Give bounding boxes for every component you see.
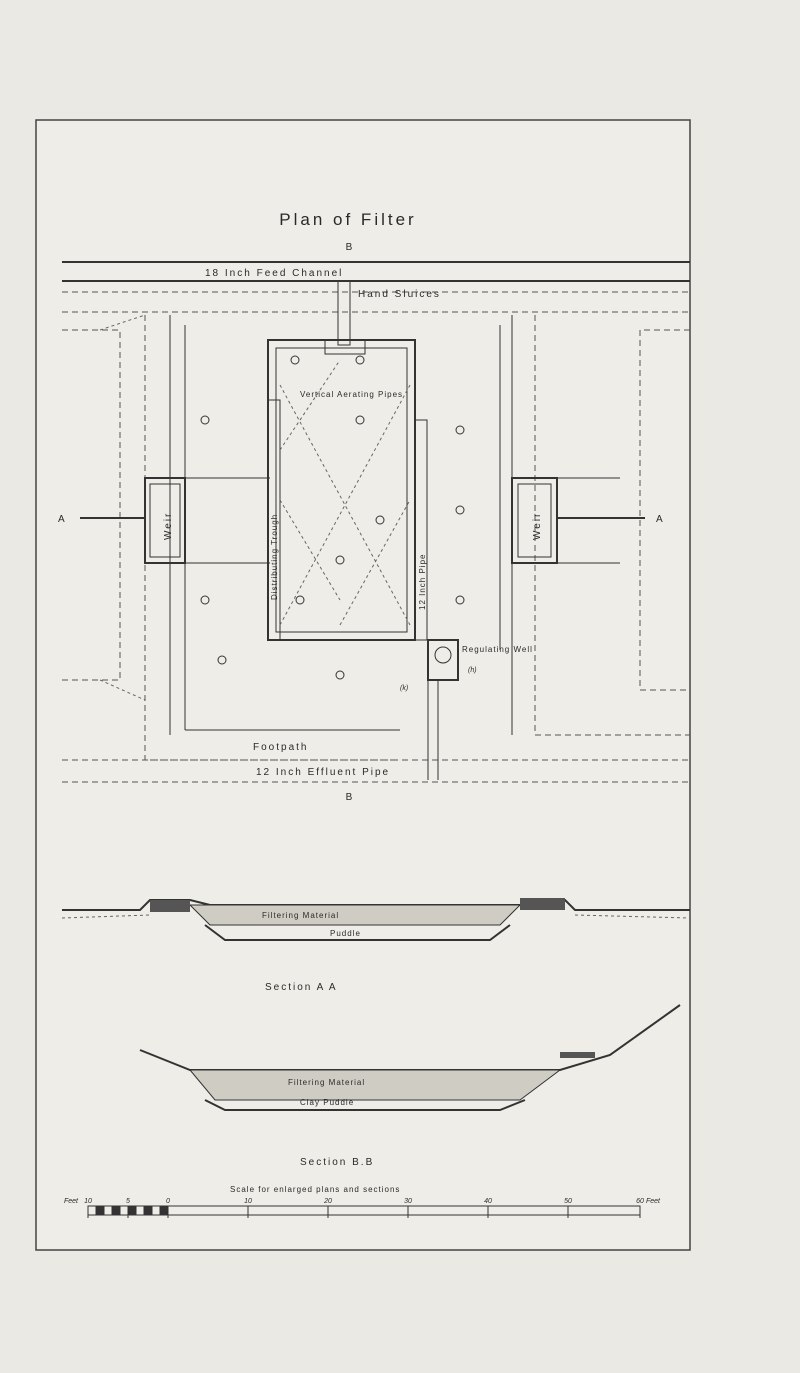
section-mark-a-right: A: [656, 514, 665, 525]
aerating-pipe: [295, 595, 305, 605]
regulating-well-box: [427, 639, 459, 681]
pipe-mark-k: (k): [400, 685, 408, 692]
section-aa-puddle: Puddle: [330, 929, 361, 938]
twelve-inch-pipe: [414, 419, 428, 641]
scale-subdivision: [111, 1205, 121, 1216]
aerating-pipe: [455, 595, 465, 605]
section-aa-left-wall: [150, 900, 190, 912]
aerating-pipe: [355, 415, 365, 425]
effluent-pipe-label: 12 Inch Effluent Pipe: [256, 767, 390, 778]
section-bb: Filtering Material Clay Puddle Section B…: [139, 1004, 681, 1168]
aerating-pipe: [200, 415, 210, 425]
section-aa-left-slope: [61, 914, 151, 919]
distributing-trough: [267, 399, 281, 641]
section-aa-puddle-line: [204, 924, 511, 941]
diagonal-line: [279, 359, 341, 451]
scale-subdivision: [159, 1205, 169, 1216]
scale-left-unit: Feet: [64, 1198, 79, 1205]
hand-sluices-label: Hand Sluices: [358, 289, 441, 300]
section-bb-channel-wall: [560, 1052, 595, 1058]
section-bb-filtering-material: Filtering Material: [288, 1078, 365, 1087]
section-mark-b-top: B: [346, 242, 355, 253]
weir-right-inner: [517, 483, 552, 558]
plan-title: Plan of Filter: [279, 210, 416, 229]
scale-subdivision: [143, 1205, 153, 1216]
right-slope: [639, 329, 690, 691]
weir-left-inner: [149, 483, 181, 558]
scale-tick-label: 10: [84, 1198, 92, 1205]
section-aa: Filtering Material Puddle Section A A: [61, 898, 691, 993]
section-mark-b-bottom: B: [346, 792, 355, 803]
scale-right-unit: Feet: [646, 1198, 661, 1205]
scale-subdivision: [127, 1205, 137, 1216]
scale-tick-label: 0: [166, 1198, 170, 1205]
scale-subdivision: [95, 1205, 105, 1216]
aerating-pipe: [375, 515, 385, 525]
aerating-pipe: [335, 555, 345, 565]
regulating-well-circle: [434, 646, 452, 664]
aerating-pipe: [290, 355, 300, 365]
section-bb-bed: [188, 1069, 562, 1101]
scale-tick-label: 50: [564, 1198, 572, 1205]
section-mark-a-left: A: [58, 514, 67, 525]
scale-tick-label: 5: [126, 1198, 130, 1205]
scale-bar: Scale for enlarged plans and sections Fe…: [64, 1185, 661, 1218]
plan-of-filter: Plan of Filter B 18 Inch Feed Channel Ha…: [58, 210, 690, 803]
distributing-trough-label: Distributing Trough: [270, 514, 279, 600]
scale-title: Scale for enlarged plans and sections: [230, 1185, 400, 1194]
weir-right-box: [511, 477, 558, 564]
aerating-pipe: [200, 595, 210, 605]
aerating-pipe-markers: [200, 355, 465, 680]
footpath-label: Footpath: [253, 742, 308, 753]
aerating-pipe: [455, 505, 465, 515]
hand-sluice-pipe: [337, 280, 351, 346]
scale-tick-label: 30: [404, 1198, 412, 1205]
weir-right-label: Weir: [532, 512, 543, 540]
aerating-pipe-diagonals: [279, 359, 411, 626]
slope-hatch-bl: [99, 679, 146, 701]
slope-hatch-tl: [99, 314, 146, 331]
vertical-aerating-pipes-label: Vertical Aerating Pipes: [300, 390, 403, 399]
aerating-pipe: [355, 355, 365, 365]
scale-tick-label: 20: [323, 1198, 332, 1205]
weir-left-label: Weir: [163, 512, 174, 540]
inner-filter-bed: [275, 347, 408, 633]
inlet-chamber: [324, 339, 366, 355]
twelve-inch-pipe-label: 12 Inch Pipe: [418, 554, 427, 610]
aerating-pipe: [335, 670, 345, 680]
scale-tick-label: 10: [244, 1198, 252, 1205]
regulating-well-label: Regulating Well: [462, 645, 533, 654]
section-aa-right-wall: [520, 898, 565, 910]
feed-channel-label: 18 Inch Feed Channel: [205, 268, 343, 279]
regulating-well-mark: (h): [468, 667, 477, 674]
section-bb-clay-puddle: Clay Puddle: [300, 1098, 354, 1107]
section-bb-title: Section B.B: [300, 1157, 374, 1168]
scale-tick-label: 40: [484, 1198, 492, 1205]
section-aa-title: Section A A: [265, 982, 338, 993]
left-slope: [62, 329, 121, 681]
diagonal-line: [279, 499, 341, 601]
section-aa-filtering-material: Filtering Material: [262, 911, 339, 920]
section-aa-bed: [188, 904, 522, 926]
aerating-pipe: [217, 655, 227, 665]
section-bb-puddle-line: [204, 1099, 526, 1111]
scale-tick-label: 60: [636, 1198, 644, 1205]
aerating-pipe: [455, 425, 465, 435]
right-embankment: [534, 315, 690, 736]
weir-left-box: [144, 477, 186, 564]
section-aa-right-slope: [574, 914, 691, 919]
